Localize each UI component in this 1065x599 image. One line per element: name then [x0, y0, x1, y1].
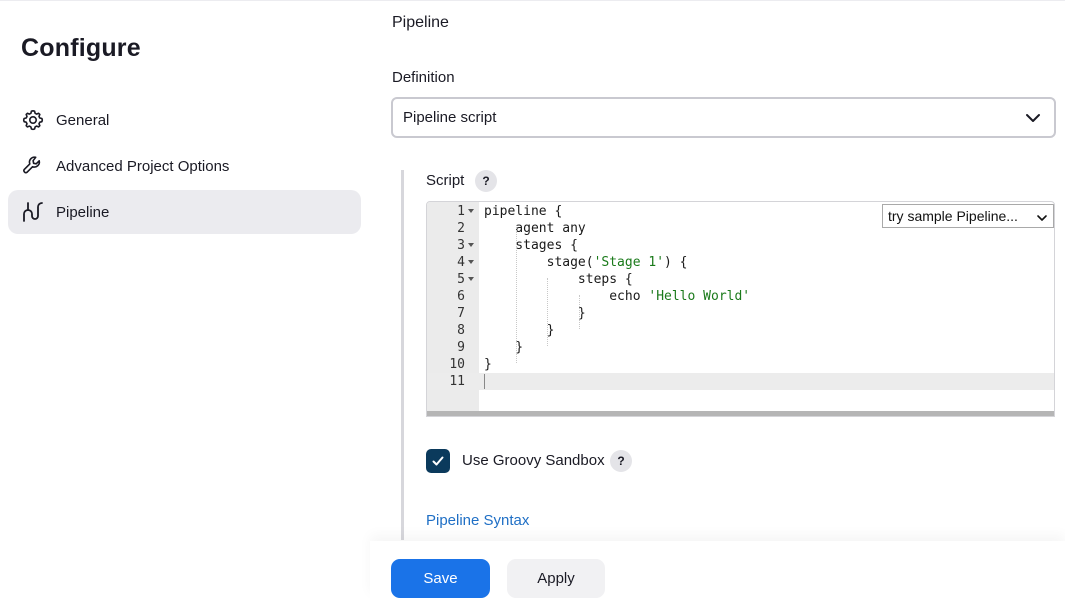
- code-text: steps {: [484, 272, 633, 287]
- code-line: 9 }: [427, 339, 1054, 356]
- code-text: }: [484, 306, 586, 321]
- sample-pipeline-select[interactable]: try sample Pipeline...: [882, 204, 1054, 228]
- editor-resize-handle[interactable]: [427, 411, 1054, 416]
- pipeline-syntax-link[interactable]: Pipeline Syntax: [426, 512, 530, 529]
- sidebar-item-label: Advanced Project Options: [56, 157, 230, 175]
- indent-guide: [547, 278, 548, 346]
- section-title: Pipeline: [392, 14, 449, 31]
- sample-pipeline-value: try sample Pipeline...: [888, 208, 1018, 224]
- indent-guide: [516, 227, 517, 363]
- line-number: 11: [449, 374, 465, 389]
- code-line: 4 stage('Stage 1') {: [427, 254, 1054, 271]
- apply-button[interactable]: Apply: [507, 559, 605, 598]
- definition-selected-value: Pipeline script: [403, 109, 497, 126]
- groovy-sandbox-label: Use Groovy Sandbox: [462, 452, 605, 469]
- line-number: 5: [457, 272, 465, 287]
- sidebar-item-advanced-project-options[interactable]: Advanced Project Options: [8, 144, 361, 188]
- code-line: 3 stages {: [427, 237, 1054, 254]
- line-number: 7: [457, 306, 465, 321]
- code-text: echo 'Hello World': [484, 289, 751, 304]
- string-literal: 'Hello World': [648, 289, 751, 304]
- code-line: 2 agent any: [427, 220, 1054, 237]
- top-divider: [0, 0, 1065, 1]
- line-number: 3: [457, 238, 465, 253]
- string-literal: 'Stage 1': [593, 255, 665, 270]
- indent-guide: [579, 295, 580, 329]
- line-number: 4: [457, 255, 465, 270]
- save-button[interactable]: Save: [391, 559, 490, 598]
- fold-toggle-icon[interactable]: [468, 260, 474, 264]
- code-line: 11: [427, 373, 1054, 390]
- code-text: stage('Stage 1') {: [484, 255, 688, 270]
- pipeline-icon: [21, 200, 45, 224]
- line-number: 9: [457, 340, 465, 355]
- code-line: 7 }: [427, 305, 1054, 322]
- sandbox-help-button[interactable]: ?: [610, 450, 632, 472]
- checkmark-icon: [432, 456, 444, 466]
- chevron-down-icon: [1024, 109, 1042, 127]
- gear-icon: [21, 108, 45, 132]
- code-text: }: [484, 340, 524, 355]
- sidebar-item-general[interactable]: General: [8, 98, 361, 142]
- code-text: agent any: [484, 221, 586, 236]
- definition-label: Definition: [392, 69, 455, 86]
- line-number: 8: [457, 323, 465, 338]
- chevron-down-icon: [1036, 211, 1048, 223]
- sidebar: Configure General Advanced Project Optio…: [0, 0, 370, 599]
- line-number: 10: [449, 357, 465, 372]
- code-line: 8 }: [427, 322, 1054, 339]
- code-line: 5 steps {: [427, 271, 1054, 288]
- code-text: pipeline {: [484, 204, 563, 219]
- code-text: stages {: [484, 238, 578, 253]
- sidebar-item-label: Pipeline: [56, 203, 110, 221]
- main-content: Pipeline Definition Pipeline script Scri…: [391, 0, 1065, 599]
- text-cursor: [484, 374, 485, 389]
- definition-select[interactable]: Pipeline script: [391, 97, 1056, 138]
- wrench-icon: [21, 154, 45, 178]
- section-nesting-bar: [401, 170, 404, 540]
- page-title: Configure: [21, 34, 141, 62]
- script-label: Script: [426, 172, 465, 189]
- form-action-bar: Save Apply: [370, 541, 1065, 599]
- code-line: 10}: [427, 356, 1054, 373]
- line-number: 2: [457, 221, 465, 236]
- code-line: 6 echo 'Hello World': [427, 288, 1054, 305]
- script-help-button[interactable]: ?: [475, 170, 497, 192]
- line-number: 1: [457, 204, 465, 219]
- fold-toggle-icon[interactable]: [468, 209, 474, 213]
- fold-toggle-icon[interactable]: [468, 243, 474, 247]
- line-number: 6: [457, 289, 465, 304]
- code-line: 1 pipeline {: [427, 203, 1054, 220]
- code-text: }: [484, 357, 492, 372]
- groovy-sandbox-checkbox[interactable]: [426, 449, 450, 473]
- fold-toggle-icon[interactable]: [468, 277, 474, 281]
- sidebar-item-pipeline[interactable]: Pipeline: [8, 190, 361, 234]
- code-text: }: [484, 323, 555, 338]
- sidebar-item-label: General: [56, 111, 110, 129]
